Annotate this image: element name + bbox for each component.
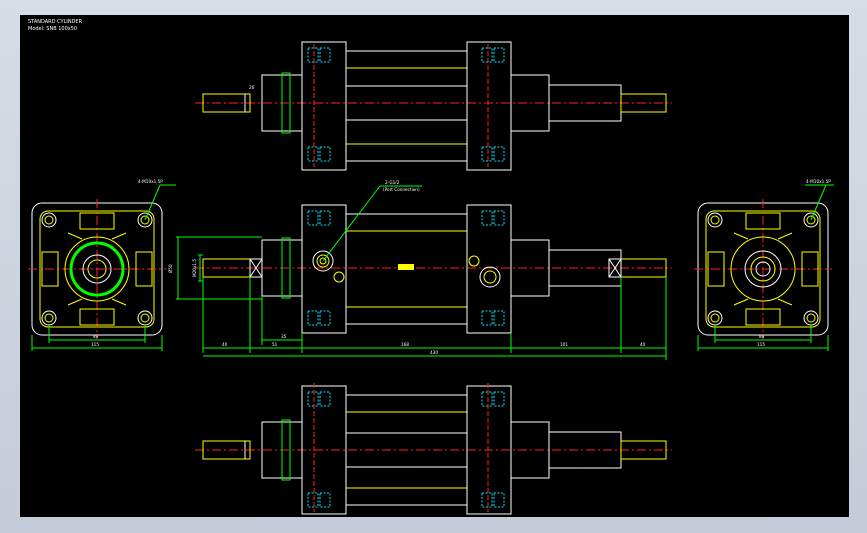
dim-vert-thread: M20x1.5 [192,259,197,277]
left-end-view: 4-M10x1.5P 89 115 [28,179,176,351]
dim-40-right: 40 [640,342,646,347]
cad-viewport[interactable]: STANDARD CYLINDER Model: SNB 100x50 [20,15,849,517]
dim-101: 101 [560,342,568,347]
middle-view: 2-G1/2 (Port Connection) Ø50 M20x1.5 [168,180,672,360]
dim-35: 35 [281,334,287,339]
top-dim-26: 26 [249,85,255,90]
left-dim-115: 115 [91,342,99,347]
dim-51: 51 [272,342,278,347]
right-thread-callout: 4-M10x1.5P [806,179,831,184]
port-callout-sub: (Port Connection) [383,187,420,192]
drawing-title: STANDARD CYLINDER [28,19,83,25]
left-thread-callout: 4-M10x1.5P [138,179,163,184]
right-dim-115: 115 [757,342,765,347]
port-callout: 2-G1/2 [385,180,400,185]
dim-40-left: 40 [222,342,228,347]
right-dim-89: 89 [759,334,765,339]
left-dim-89: 89 [93,334,99,339]
bottom-view [195,383,672,515]
dim-vert-phi: Ø50 [168,264,173,273]
drawing-subtitle: Model: SNB 100x50 [28,26,77,32]
dim-430: 430 [430,350,438,355]
cylinder-drawing: STANDARD CYLINDER Model: SNB 100x50 [28,19,834,515]
top-view: 26 [195,41,672,171]
right-end-view: 4-M10x1.5P 89 115 [694,179,834,351]
dim-168: 168 [401,342,409,347]
